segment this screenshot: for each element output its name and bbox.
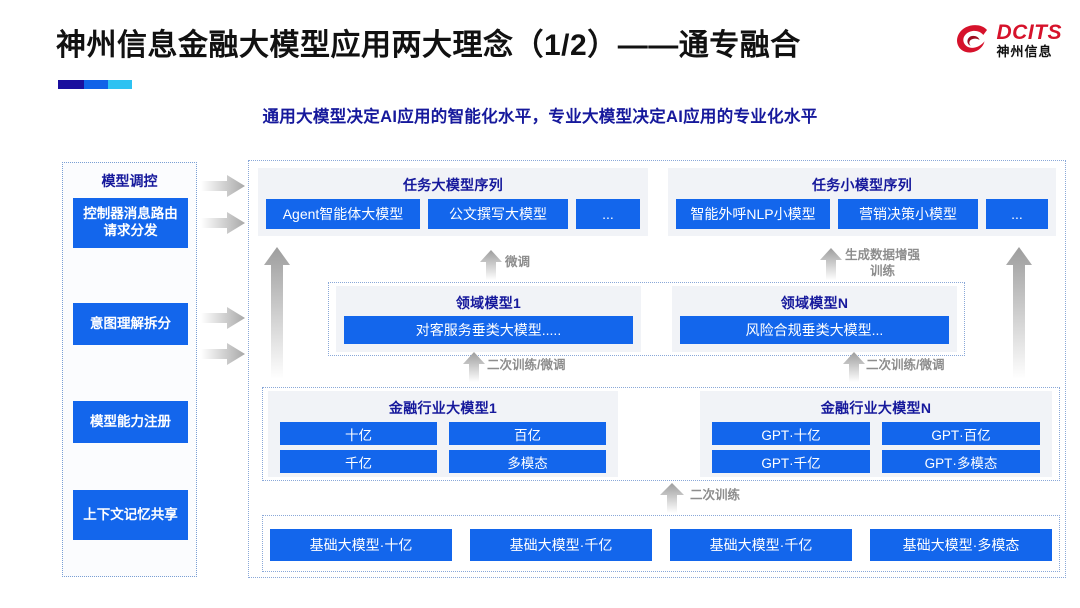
dcits-swirl-logo-icon bbox=[956, 25, 987, 53]
box-base-billion[interactable]: 基础大模型·十亿 bbox=[270, 529, 452, 561]
arrow-right-icon-2 bbox=[201, 212, 245, 234]
label-secondary-training-right: 二次训练/微调 bbox=[866, 358, 945, 372]
box-customer-service-vertical-llm[interactable]: 对客服务垂类大模型..... bbox=[344, 316, 633, 344]
accent-segment-3 bbox=[108, 80, 132, 89]
panel-title-finance-n: 金融行业大模型N bbox=[820, 400, 932, 416]
arrow-up-icon-dataaug-right bbox=[820, 248, 842, 280]
label-secondary-training-base: 二次训练 bbox=[690, 488, 741, 502]
box-marketing-decision-model[interactable]: 营销决策小模型 bbox=[838, 199, 978, 229]
box-task-large-more[interactable]: ... bbox=[576, 199, 640, 229]
model-control-sidebar: 模型调控 控制器消息路由请求分发 意图理解拆分 模型能力注册 上下文记忆共享 bbox=[62, 162, 197, 577]
label-secondary-training-left: 二次训练/微调 bbox=[487, 358, 566, 372]
box-task-small-more[interactable]: ... bbox=[986, 199, 1048, 229]
arrow-up-icon-base-training bbox=[660, 483, 684, 513]
task-large-box-row: Agent智能体大模型 公文撰写大模型 ... bbox=[266, 199, 640, 229]
panel-domain-model-n: 领域模型N 风险合规垂类大模型... bbox=[672, 286, 957, 352]
box-outbound-nlp-model[interactable]: 智能外呼NLP小模型 bbox=[676, 199, 830, 229]
box-base-trillion-2[interactable]: 基础大模型·千亿 bbox=[670, 529, 852, 561]
domain-models-frame bbox=[328, 282, 965, 356]
arrow-right-icon-4 bbox=[201, 343, 245, 365]
panel-task-small-models: 任务小模型序列 智能外呼NLP小模型 营销决策小模型 ... bbox=[668, 168, 1056, 236]
box-risk-compliance-vertical-llm[interactable]: 风险合规垂类大模型... bbox=[680, 316, 949, 344]
sidebar-item-context-memory[interactable]: 上下文记忆共享 bbox=[73, 490, 188, 540]
panel-domain-model-1: 领域模型1 对客服务垂类大模型..... bbox=[336, 286, 641, 352]
arrow-up-icon-finetune-left bbox=[480, 250, 502, 280]
company-logo: DCITS 神州信息 bbox=[952, 20, 1063, 60]
box-finn-gpt-trillion[interactable]: GPT·千亿 bbox=[712, 450, 870, 473]
logo-chinese-text: 神州信息 bbox=[996, 44, 1053, 59]
title-accent-rule bbox=[58, 80, 132, 89]
box-base-multimodal[interactable]: 基础大模型·多模态 bbox=[870, 529, 1052, 561]
panel-title-domain-1: 领域模型1 bbox=[455, 295, 522, 311]
box-agent-llm[interactable]: Agent智能体大模型 bbox=[266, 199, 420, 229]
label-data-aug-line2: 训练 bbox=[870, 263, 896, 278]
logo-english-text: DCITS bbox=[996, 21, 1062, 44]
arrow-up-icon-secondary-left bbox=[463, 352, 485, 382]
architecture-frame bbox=[248, 160, 1066, 578]
arrow-right-icon-1 bbox=[201, 175, 245, 197]
accent-segment-2 bbox=[84, 80, 108, 89]
box-doc-writing-llm[interactable]: 公文撰写大模型 bbox=[428, 199, 568, 229]
accent-segment-1 bbox=[58, 80, 84, 89]
label-fine-tune-left: 微调 bbox=[505, 255, 531, 269]
finance-n-box-grid: GPT·十亿 GPT·百亿 GPT·千亿 GPT·多模态 bbox=[712, 422, 1040, 473]
arrow-up-icon-tall-right bbox=[1006, 247, 1032, 379]
base-models-row: 基础大模型·十亿 基础大模型·千亿 基础大模型·千亿 基础大模型·多模态 bbox=[270, 529, 1052, 561]
task-small-box-row: 智能外呼NLP小模型 营销决策小模型 ... bbox=[676, 199, 1048, 229]
arrow-up-icon-tall-left bbox=[264, 247, 290, 379]
sidebar-item-capability-registry[interactable]: 模型能力注册 bbox=[73, 401, 188, 443]
panel-title-finance-1: 金融行业大模型1 bbox=[388, 400, 498, 416]
box-finn-gpt-ten-billion[interactable]: GPT·百亿 bbox=[882, 422, 1040, 445]
panel-finance-model-1: 金融行业大模型1 十亿 百亿 千亿 多模态 bbox=[268, 391, 618, 477]
base-models-frame bbox=[262, 515, 1060, 572]
arrow-right-icon-3 bbox=[201, 307, 245, 329]
box-fin1-multimodal[interactable]: 多模态 bbox=[449, 450, 606, 473]
sidebar-item-controller-routing[interactable]: 控制器消息路由请求分发 bbox=[73, 198, 188, 248]
arrow-up-icon-secondary-right bbox=[843, 352, 865, 382]
box-fin1-ten-billion[interactable]: 百亿 bbox=[449, 422, 606, 445]
label-data-aug-line1: 生成数据增强 bbox=[845, 248, 921, 262]
panel-title-domain-n: 领域模型N bbox=[780, 295, 849, 311]
finance-1-box-grid: 十亿 百亿 千亿 多模态 bbox=[280, 422, 606, 473]
box-finn-gpt-billion[interactable]: GPT·十亿 bbox=[712, 422, 870, 445]
page-title: 神州信息金融大模型应用两大理念（1/2）——通专融合 bbox=[56, 29, 801, 62]
box-base-trillion-1[interactable]: 基础大模型·千亿 bbox=[470, 529, 652, 561]
panel-task-large-models: 任务大模型序列 Agent智能体大模型 公文撰写大模型 ... bbox=[258, 168, 648, 236]
sidebar-title: 模型调控 bbox=[101, 173, 158, 189]
panel-title-task-large: 任务大模型序列 bbox=[402, 177, 504, 193]
label-data-augmentation-right: 生成数据增强 训练 bbox=[845, 248, 920, 279]
panel-title-task-small: 任务小模型序列 bbox=[811, 177, 913, 193]
finance-models-frame bbox=[262, 387, 1060, 481]
box-finn-gpt-multimodal[interactable]: GPT·多模态 bbox=[882, 450, 1040, 473]
box-fin1-trillion[interactable]: 千亿 bbox=[280, 450, 437, 473]
page-subtitle: 通用大模型决定AI应用的智能化水平，专业大模型决定AI应用的专业化水平 bbox=[262, 108, 818, 126]
sidebar-item-intent-understanding[interactable]: 意图理解拆分 bbox=[73, 303, 188, 345]
box-fin1-billion[interactable]: 十亿 bbox=[280, 422, 437, 445]
panel-finance-model-n: 金融行业大模型N GPT·十亿 GPT·百亿 GPT·千亿 GPT·多模态 bbox=[700, 391, 1052, 477]
